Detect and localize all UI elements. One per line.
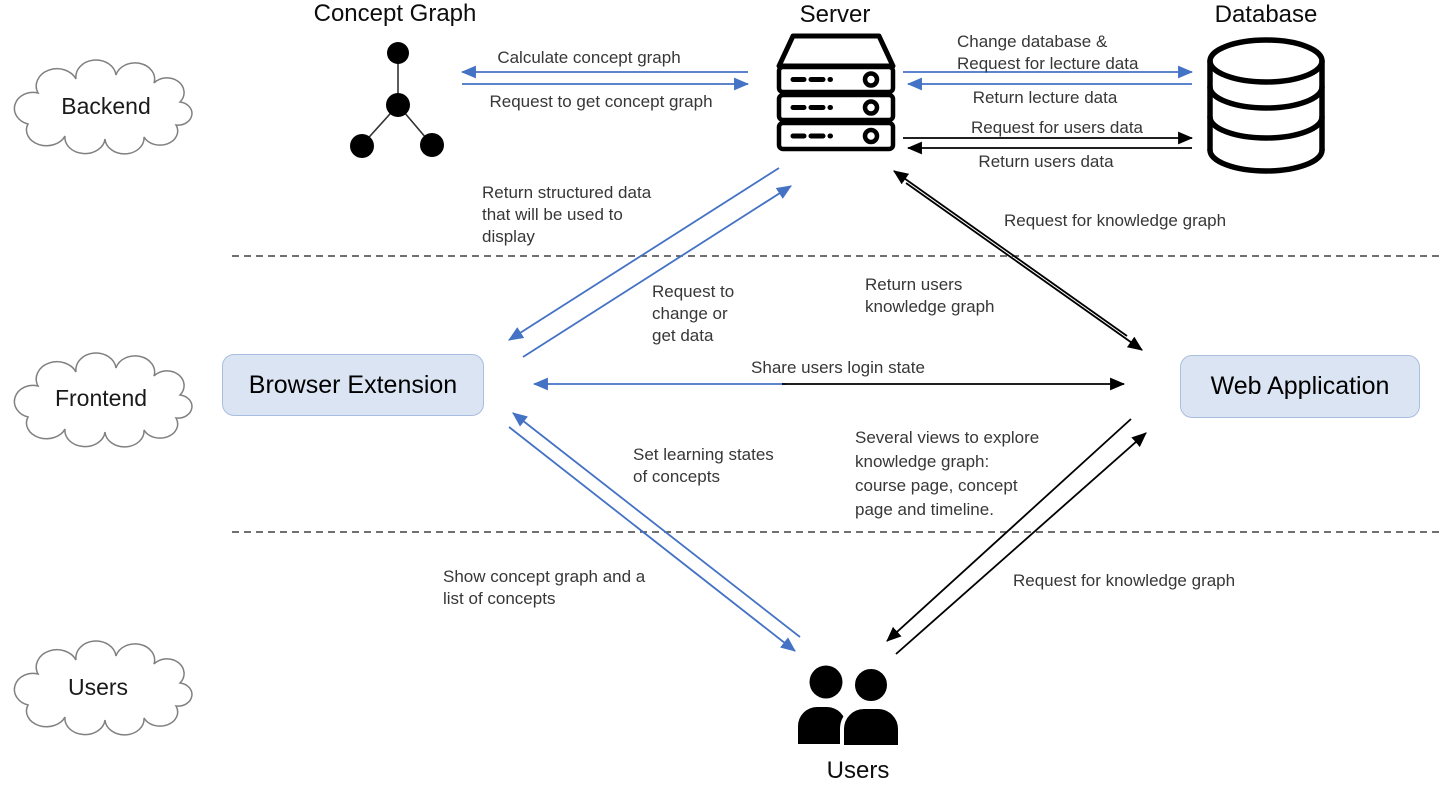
edge-label-set-learning-states: Set learning states of concepts <box>633 445 774 486</box>
browser-extension-label: Browser Extension <box>248 370 458 399</box>
edge-label-return-users-knowledge-graph: Return users knowledge graph <box>865 275 995 316</box>
backend-cloud <box>13 59 193 155</box>
web-application-node: Web Application <box>1180 355 1420 418</box>
edge-label-share-users-login-state: Share users login state <box>751 358 925 377</box>
layer-label-users: Users <box>67 674 129 700</box>
arrow-web-application-to-users <box>886 418 1132 642</box>
edge-label-request-users-data: Request for users data <box>971 118 1143 137</box>
edge-label-return-lecture-data: Return lecture data <box>972 88 1118 107</box>
arrow-browser-extension-to-users <box>508 426 796 652</box>
edge-label-request-get-concept-graph: Request to get concept graph <box>489 92 713 111</box>
browser-extension-node: Browser Extension <box>222 354 484 416</box>
edge-label-request-knowledge-graph-server: Request for knowledge graph <box>1004 211 1227 230</box>
arrow-users-to-web-application <box>895 432 1147 655</box>
edge-label-request-change-or-get-data: Request to change or get data <box>652 282 735 345</box>
server-title: Server <box>799 1 871 28</box>
edge-label-change-database-request-lecture: Change database & Request for lecture da… <box>957 32 1139 73</box>
users-cloud <box>13 640 193 736</box>
edge-label-several-views: Several views to explore knowledge graph… <box>855 428 1040 519</box>
frontend-cloud <box>13 352 193 448</box>
users-title: Users <box>826 757 890 784</box>
edge-label-request-knowledge-graph-webapp: Request for knowledge graph <box>1013 571 1236 590</box>
layer-label-backend: Backend <box>61 93 151 119</box>
server-icon <box>776 33 896 152</box>
edge-label-calculate-concept-graph: Calculate concept graph <box>497 48 681 67</box>
database-title: Database <box>1214 1 1318 28</box>
edge-label-return-structured-data: Return structured data that will be used… <box>482 183 652 246</box>
layer-label-frontend: Frontend <box>54 385 148 411</box>
arrow-browser-extension-to-server <box>522 185 792 358</box>
edge-label-return-users-data: Return users data <box>978 152 1114 171</box>
edge-label-show-concept-graph: Show concept graph and a list of concept… <box>443 567 646 608</box>
arrow-users-to-browser-extension <box>512 412 801 638</box>
concept-graph-icon <box>350 42 444 158</box>
database-icon <box>1207 37 1325 174</box>
web-application-label: Web Application <box>1210 372 1390 400</box>
arrow-web-application-to-server <box>893 170 1128 337</box>
arrow-server-to-browser-extension <box>508 167 780 341</box>
arrow-server-to-web-application <box>905 182 1143 351</box>
users-people-icon <box>798 665 902 749</box>
concept-graph-title: Concept Graph <box>313 0 477 27</box>
